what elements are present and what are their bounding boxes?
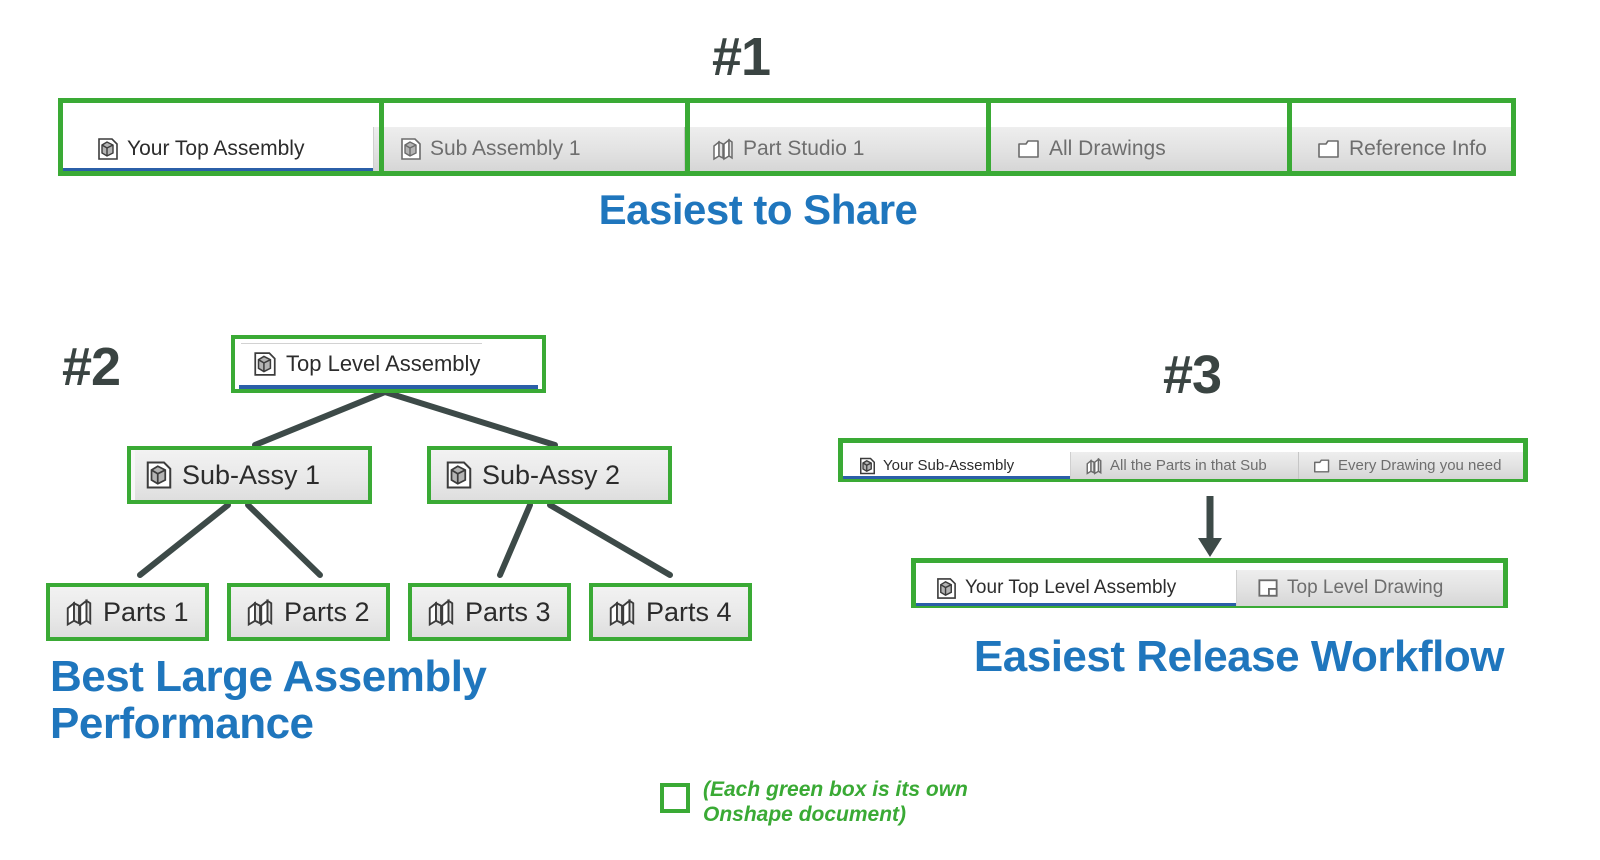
tree-node-label: Parts 3 xyxy=(465,596,551,627)
assembly-icon xyxy=(859,457,876,475)
tab-label: Sub Assembly 1 xyxy=(430,137,581,160)
document-separator xyxy=(1287,103,1292,171)
tree-node-parts-2[interactable]: Parts 2 xyxy=(227,583,390,641)
part-studio-icon xyxy=(426,597,456,627)
tree-connectors xyxy=(137,389,673,578)
tree-node-label: Sub-Assy 1 xyxy=(182,459,321,490)
tab-label: All Drawings xyxy=(1049,137,1166,160)
tab-sub-assembly-1[interactable]: Sub Assembly 1 xyxy=(374,127,685,171)
section-3-top-level-document-frame: Your Top Level Assembly Top Level Drawin… xyxy=(911,558,1508,608)
tab-label: Your Sub-Assembly xyxy=(883,457,1015,474)
tab-label: Part Studio 1 xyxy=(743,137,865,160)
folder-icon xyxy=(1017,138,1041,160)
legend-line-2: Onshape document) xyxy=(703,802,907,826)
section-2-caption: Best Large Assembly Performance xyxy=(50,652,487,748)
document-separator xyxy=(986,103,991,171)
section-3-number: #3 xyxy=(1163,345,1222,405)
tree-node-top-level-assembly[interactable]: Top Level Assembly xyxy=(231,335,546,393)
section-1-document-frame: Your Top Assembly Sub Assembly 1 xyxy=(58,98,1516,176)
part-studio-icon xyxy=(64,597,94,627)
tab-part-studio-1[interactable]: Part Studio 1 xyxy=(685,127,991,171)
section-3-caption: Easiest Release Workflow xyxy=(973,632,1505,681)
part-studio-icon xyxy=(1085,457,1103,475)
part-studio-icon xyxy=(245,597,275,627)
tree-node-label: Top Level Assembly xyxy=(286,351,481,376)
assembly-icon xyxy=(936,577,957,600)
tab-your-sub-assembly[interactable]: Your Sub-Assembly xyxy=(843,452,1071,479)
assembly-icon xyxy=(253,351,277,377)
tree-node-sub-assy-1[interactable]: Sub-Assy 1 xyxy=(127,446,372,504)
tree-node-parts-4[interactable]: Parts 4 xyxy=(589,583,752,641)
release-flow-arrow xyxy=(1198,496,1222,557)
tab-top-level-drawing[interactable]: Top Level Drawing xyxy=(1237,570,1503,606)
part-studio-icon xyxy=(607,597,637,627)
tree-node-label: Parts 4 xyxy=(646,596,732,627)
tab-all-drawings[interactable]: All Drawings xyxy=(991,127,1291,171)
assembly-icon xyxy=(97,137,119,161)
tab-every-drawing-you-need[interactable]: Every Drawing you need xyxy=(1299,452,1523,479)
assembly-icon xyxy=(445,460,473,490)
document-separator xyxy=(685,103,690,171)
tab-label: Reference Info xyxy=(1349,137,1487,160)
part-studio-icon xyxy=(711,137,735,161)
tree-node-sub-assy-2[interactable]: Sub-Assy 2 xyxy=(427,446,672,504)
tab-left-edge xyxy=(131,450,135,500)
tab-label: Your Top Assembly xyxy=(127,137,305,160)
drawing-icon xyxy=(1257,578,1279,598)
folder-icon xyxy=(1317,138,1341,160)
section-3-sub-assembly-document-frame: Your Sub-Assembly All the Parts in that … xyxy=(838,438,1528,482)
tree-node-label: Sub-Assy 2 xyxy=(482,459,621,490)
document-separator xyxy=(379,103,384,171)
tab-your-top-assembly[interactable]: Your Top Assembly xyxy=(63,127,374,171)
legend-green-box-sample xyxy=(660,783,690,813)
tree-node-label: Parts 1 xyxy=(103,596,189,627)
section-1-number: #1 xyxy=(712,27,771,87)
section-3-upper-tab-bar: Your Sub-Assembly All the Parts in that … xyxy=(843,452,1523,479)
tab-your-top-level-assembly[interactable]: Your Top Level Assembly xyxy=(916,570,1237,606)
tab-all-the-parts-in-that-sub[interactable]: All the Parts in that Sub xyxy=(1071,452,1299,479)
active-tab-underline xyxy=(239,385,538,389)
section-3-lower-tab-bar: Your Top Level Assembly Top Level Drawin… xyxy=(916,570,1503,606)
tab-label: Your Top Level Assembly xyxy=(965,577,1177,598)
section-1-tab-bar: Your Top Assembly Sub Assembly 1 xyxy=(63,127,1511,171)
section-2-number: #2 xyxy=(62,337,121,397)
tab-label: Top Level Drawing xyxy=(1287,577,1444,598)
assembly-icon xyxy=(145,460,173,490)
tree-node-parts-1[interactable]: Parts 1 xyxy=(46,583,209,641)
tree-node-parts-3[interactable]: Parts 3 xyxy=(408,583,571,641)
section-1-caption: Easiest to Share xyxy=(598,186,918,233)
tab-label: All the Parts in that Sub xyxy=(1110,457,1267,474)
tree-node-label: Parts 2 xyxy=(284,596,370,627)
folder-icon xyxy=(1313,458,1331,474)
tab-reference-info[interactable]: Reference Info xyxy=(1291,127,1511,171)
legend-line-1: (Each green box is its own xyxy=(703,778,968,801)
legend-text: (Each green box is its own Onshape docum… xyxy=(703,778,1033,828)
assembly-icon xyxy=(400,137,422,161)
tab-top-edge xyxy=(241,343,482,344)
tab-label: Every Drawing you need xyxy=(1338,457,1502,474)
